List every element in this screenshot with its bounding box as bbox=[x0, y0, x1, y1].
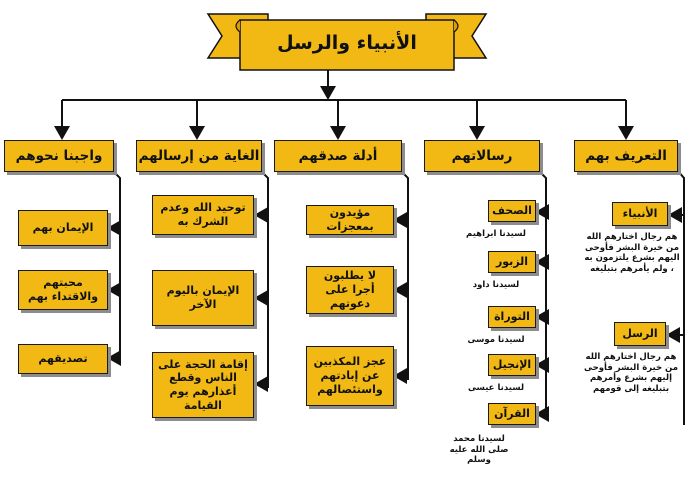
note-injil: لسيدنا عيسى bbox=[467, 383, 525, 393]
note-zabur: لسيدنا داود bbox=[472, 280, 520, 290]
label-zabur: الزبور bbox=[488, 251, 536, 273]
title-banner bbox=[206, 13, 488, 71]
label-prophets: الأنبياء bbox=[612, 202, 668, 226]
note-tawrat: لسيدنا موسى bbox=[467, 335, 525, 345]
label-injil: الإنجيل bbox=[488, 354, 536, 376]
header-proofs: أدلة صدقهم bbox=[274, 140, 402, 172]
proof-not-destroyed: عجز المكذبين عن إبادتهم واستئصالهم bbox=[306, 346, 394, 406]
proof-miracles: مؤيدون بمعجزات bbox=[306, 205, 394, 235]
label-suhuf: الصحف bbox=[488, 200, 536, 222]
label-messengers: الرسل bbox=[614, 322, 666, 346]
duty-love: محبتهم والاقتداء بهم bbox=[18, 270, 108, 310]
header-messages: رسالاتهم bbox=[424, 140, 540, 172]
duty-trust: تصديقهم bbox=[18, 344, 108, 374]
header-definition: التعريف بهم bbox=[574, 140, 678, 172]
note-messengers: هم رجال اختارهم الله من خيرة البشر فأوحى… bbox=[584, 352, 678, 394]
label-quran: القرآن bbox=[488, 403, 536, 425]
purpose-tawhid: توحيد الله وعدم الشرك به bbox=[152, 195, 254, 235]
proof-no-reward: لا يطلبون أجرا على دعوتهم bbox=[306, 266, 394, 314]
purpose-proof: إقامة الحجة على الناس وقطع أعذارهم يوم ا… bbox=[152, 352, 254, 418]
note-prophets: هم رجال اختارهم الله من خيرة البشر فأوحى… bbox=[584, 232, 680, 274]
note-quran: لسيدنا محمد صلى الله عليه وسلم bbox=[449, 434, 509, 466]
diagram-title: الأنبياء والرسل bbox=[277, 32, 417, 54]
purpose-last-day: الإيمان باليوم الآخر bbox=[152, 270, 254, 326]
header-purpose: الغاية من إرسالهم bbox=[136, 140, 262, 172]
header-duties: واجبنا نحوهم bbox=[4, 140, 114, 172]
note-suhuf: لسيدنا ابراهيم bbox=[466, 229, 526, 239]
duty-belief: الإيمان بهم bbox=[18, 210, 108, 246]
label-tawrat: التوراة bbox=[488, 306, 536, 328]
